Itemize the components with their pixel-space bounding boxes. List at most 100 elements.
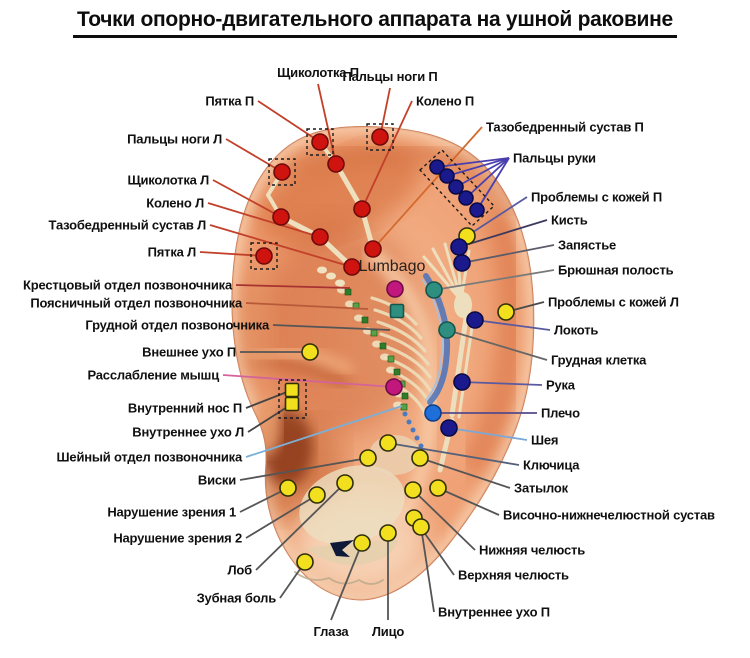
point-nizhnyaya-chelyust <box>404 481 422 499</box>
point-pyatka-p <box>311 133 329 151</box>
label-tazobedrennyy-sustav-l: Тазобедренный сустав Л <box>48 217 207 233</box>
label-grudnoy-otdel: Грудной отдел позвоночника <box>85 317 269 333</box>
line-nizhnyaya-chelyust <box>412 489 476 551</box>
line-paltsy-ruki <box>455 157 510 188</box>
skull-eye-mark <box>330 540 354 557</box>
line-koleno-l <box>207 202 321 238</box>
point-koleno-l <box>311 228 329 246</box>
label-krestsovyy-otdel: Крестцовый отдел позвоночника <box>23 277 232 293</box>
point-bryushnaya-polost <box>425 281 443 299</box>
label-zatylok: Затылок <box>514 480 568 496</box>
label-shchikolotka-l: Щиколотка Л <box>127 172 209 188</box>
label-narushenie-zreniya-2: Нарушение зрения 2 <box>113 530 242 546</box>
label-klyuchitsa: Ключица <box>523 457 580 473</box>
label-vnutrenniy-nos-p: Внутренний нос П <box>127 400 242 416</box>
label-vnutrennee-ukho-p: Внутреннее ухо П <box>438 604 550 620</box>
label-problemy-s-kozhey-p: Проблемы с кожей П <box>531 189 662 205</box>
label-plecho: Плечо <box>541 405 580 421</box>
line-kist <box>458 219 548 248</box>
label-shchikolotka-p: Щиколотка П <box>277 65 359 80</box>
page-title: Точки опорно-двигательного аппарата на у… <box>0 8 750 38</box>
line-paltsy-ruki <box>465 157 510 199</box>
point-vnutrennee-ukho-p <box>412 518 430 536</box>
label-vnutrennee-ukho-l: Внутреннее ухо Л <box>132 424 244 440</box>
point-viski <box>359 449 377 467</box>
line-tazobedrennyy-sustav-p <box>372 126 483 250</box>
label-paltsy-ruki: Пальцы руки <box>513 150 596 166</box>
line-paltsy-ruki <box>476 157 510 211</box>
inner-nose-ear-box <box>278 379 307 419</box>
line-sheynyy-otdel <box>245 405 403 458</box>
point-vnutrenniy-nos-p <box>284 382 300 398</box>
point-problemy-s-kozhey-l <box>497 303 515 321</box>
point-paltsy-ruki <box>448 179 464 195</box>
point-dots <box>255 128 515 571</box>
label-problemy-s-kozhey-l: Проблемы с кожей Л <box>548 294 679 310</box>
point-visochno-nizhnechelyustnoy-sustav <box>429 479 447 497</box>
label-tazobedrennyy-sustav-p: Тазобедренный сустав П <box>486 119 644 135</box>
line-shchikolotka-p <box>317 83 337 165</box>
point-paltsy-nogi-p <box>371 128 389 146</box>
lumbago-label: Lumbago <box>358 258 426 275</box>
point-lob <box>336 474 354 492</box>
point-zubnaya-bol <box>296 553 314 571</box>
line-lokot <box>474 319 551 331</box>
point-paltsy-ruki <box>458 190 474 206</box>
line-narushenie-zreniya-2 <box>245 494 318 539</box>
line-paltsy-ruki <box>436 157 510 168</box>
label-narushenie-zreniya-1: Нарушение зрения 1 <box>107 504 236 520</box>
point-shchikolotka-l <box>272 208 290 226</box>
line-rasslablenie-myshts <box>222 374 395 388</box>
line-paltsy-ruki <box>446 157 510 177</box>
point-paltsy-ruki <box>429 159 445 175</box>
label-glaza: Глаза <box>313 624 349 639</box>
label-sheya: Шея <box>531 432 559 448</box>
label-kist: Кисть <box>551 212 588 228</box>
label-koleno-p: Колено П <box>416 93 475 109</box>
point-koleno-p <box>353 200 371 218</box>
point-ruka <box>453 373 471 391</box>
label-pyatka-p: Пятка П <box>205 93 254 109</box>
line-pyatka-p <box>257 100 321 143</box>
label-zapyastye: Запястье <box>558 237 617 253</box>
line-vnutrennee-ukho-p <box>420 526 435 613</box>
line-glaza <box>330 542 363 621</box>
point-sheya <box>440 419 458 437</box>
line-viski <box>239 457 369 481</box>
line-zapyastye <box>461 244 555 264</box>
leader-lines <box>199 83 555 621</box>
line-problemy-s-kozhey-p <box>466 196 528 237</box>
point-glaza <box>353 534 371 552</box>
label-sheynyy-otdel: Шейный отдел позвоночника <box>56 449 243 465</box>
point-lokot <box>466 311 484 329</box>
unlabeled-teal-square <box>389 303 405 319</box>
label-paltsy-nogi-p: Пальцы ноги П <box>342 69 438 84</box>
line-koleno-p <box>361 100 413 210</box>
line-krestsovyy-otdel <box>235 284 351 289</box>
point-paltsy-ruki <box>469 202 485 218</box>
point-litso <box>379 524 397 542</box>
point-plecho <box>424 404 442 422</box>
line-narushenie-zreniya-1 <box>239 487 289 513</box>
point-tazobedrennyy-sustav-l <box>343 258 361 276</box>
label-grudnaya-kletka: Грудная клетка <box>551 352 647 368</box>
label-viski: Виски <box>197 472 236 488</box>
point-zapyastye <box>453 254 471 272</box>
line-grudnoy-otdel <box>272 324 391 331</box>
point-vneshnee-ukho-p <box>301 343 319 361</box>
unlabeled-pink-point <box>386 280 404 298</box>
point-narushenie-zreniya-2 <box>308 486 326 504</box>
label-verkhnyaya-chelyust: Верхняя челюсть <box>458 567 569 583</box>
line-shchikolotka-l <box>212 179 282 218</box>
point-zatylok <box>411 449 429 467</box>
point-paltsy-ruki <box>439 168 455 184</box>
line-pyatka-l <box>199 251 265 257</box>
label-visochno-nizhnechelyustnoy-sustav: Височно-нижнечелюстной сустав <box>503 507 715 523</box>
point-narushenie-zreniya-1 <box>279 479 297 497</box>
point-shchikolotka-p <box>327 155 345 173</box>
label-paltsy-nogi-l: Пальцы ноги Л <box>127 131 222 147</box>
label-rasslablenie-myshts: Расслабление мышц <box>87 367 219 383</box>
finger-points-box <box>419 149 495 227</box>
